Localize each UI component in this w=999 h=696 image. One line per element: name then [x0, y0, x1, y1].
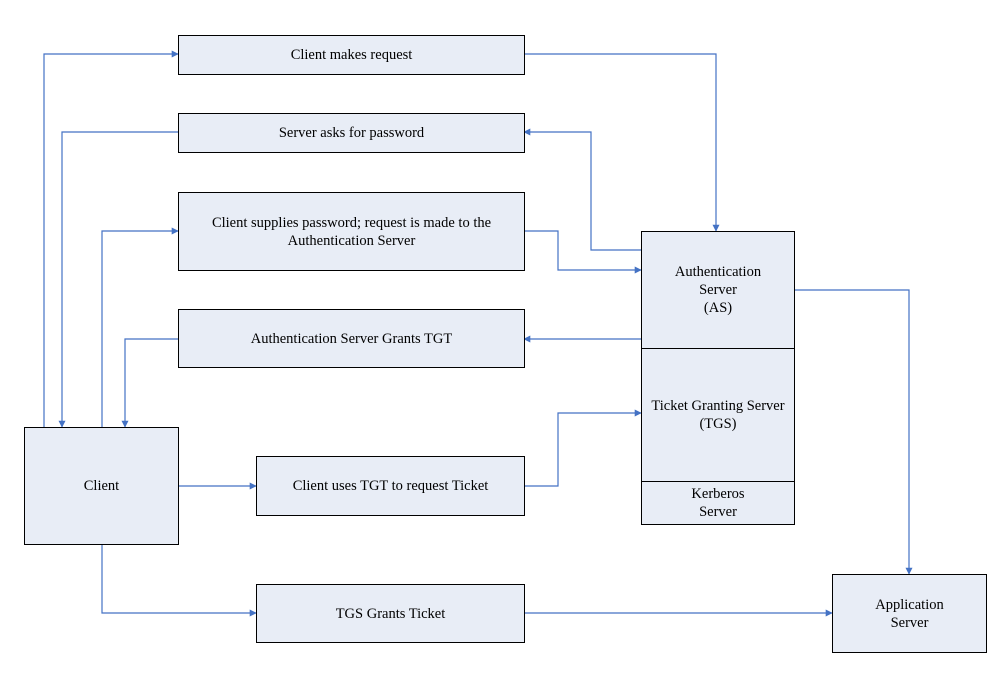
step-client-uses-tgt: Client uses TGT to request Ticket [256, 456, 525, 516]
application-server-node: Application Server [832, 574, 987, 653]
arrow-client-to-tgs-grants [101, 544, 257, 617]
arrow-request-to-as [524, 53, 720, 232]
ticket-granting-server-label: Ticket Granting Server (TGS) [651, 398, 785, 432]
arrow-supply-password-to-as [524, 230, 642, 274]
step-label: Client uses TGT to request Ticket [292, 478, 489, 494]
ticket-granting-server-node: Ticket Granting Server (TGS) [641, 348, 795, 482]
authentication-server-label: Authentication Server (AS) [674, 264, 762, 316]
authentication-server-node: Authentication Server (AS) [641, 231, 795, 349]
arrow-ask-password-to-client [58, 131, 178, 428]
step-tgs-grants-ticket: TGS Grants Ticket [256, 584, 525, 643]
step-client-makes-request: Client makes request [178, 35, 525, 75]
kerberos-server-label: Kerberos Server [691, 486, 745, 520]
kerberos-server-node: Kerberos Server [641, 481, 795, 525]
application-server-label: Application Server [875, 596, 944, 631]
arrow-use-tgt-to-tgs [524, 409, 642, 487]
arrow-as-to-ask-password [523, 128, 641, 251]
step-label: TGS Grants Ticket [335, 605, 446, 622]
arrow-as-to-app-server [794, 289, 913, 575]
step-client-supplies-password: Client supplies password; request is mad… [178, 192, 525, 271]
step-server-asks-password: Server asks for password [178, 113, 525, 153]
arrow-client-to-supply-password [101, 227, 179, 427]
step-label: Client makes request [290, 47, 413, 63]
step-as-grants-tgt: Authentication Server Grants TGT [178, 309, 525, 368]
arrow-grant-tgt-to-client [121, 338, 178, 428]
client-node: Client [24, 427, 179, 545]
client-label: Client [83, 478, 120, 494]
arrow-client-to-request [43, 50, 179, 427]
step-label: Authentication Server Grants TGT [250, 330, 453, 347]
step-label: Server asks for password [278, 125, 425, 141]
step-label: Client supplies password; request is mad… [211, 214, 492, 249]
